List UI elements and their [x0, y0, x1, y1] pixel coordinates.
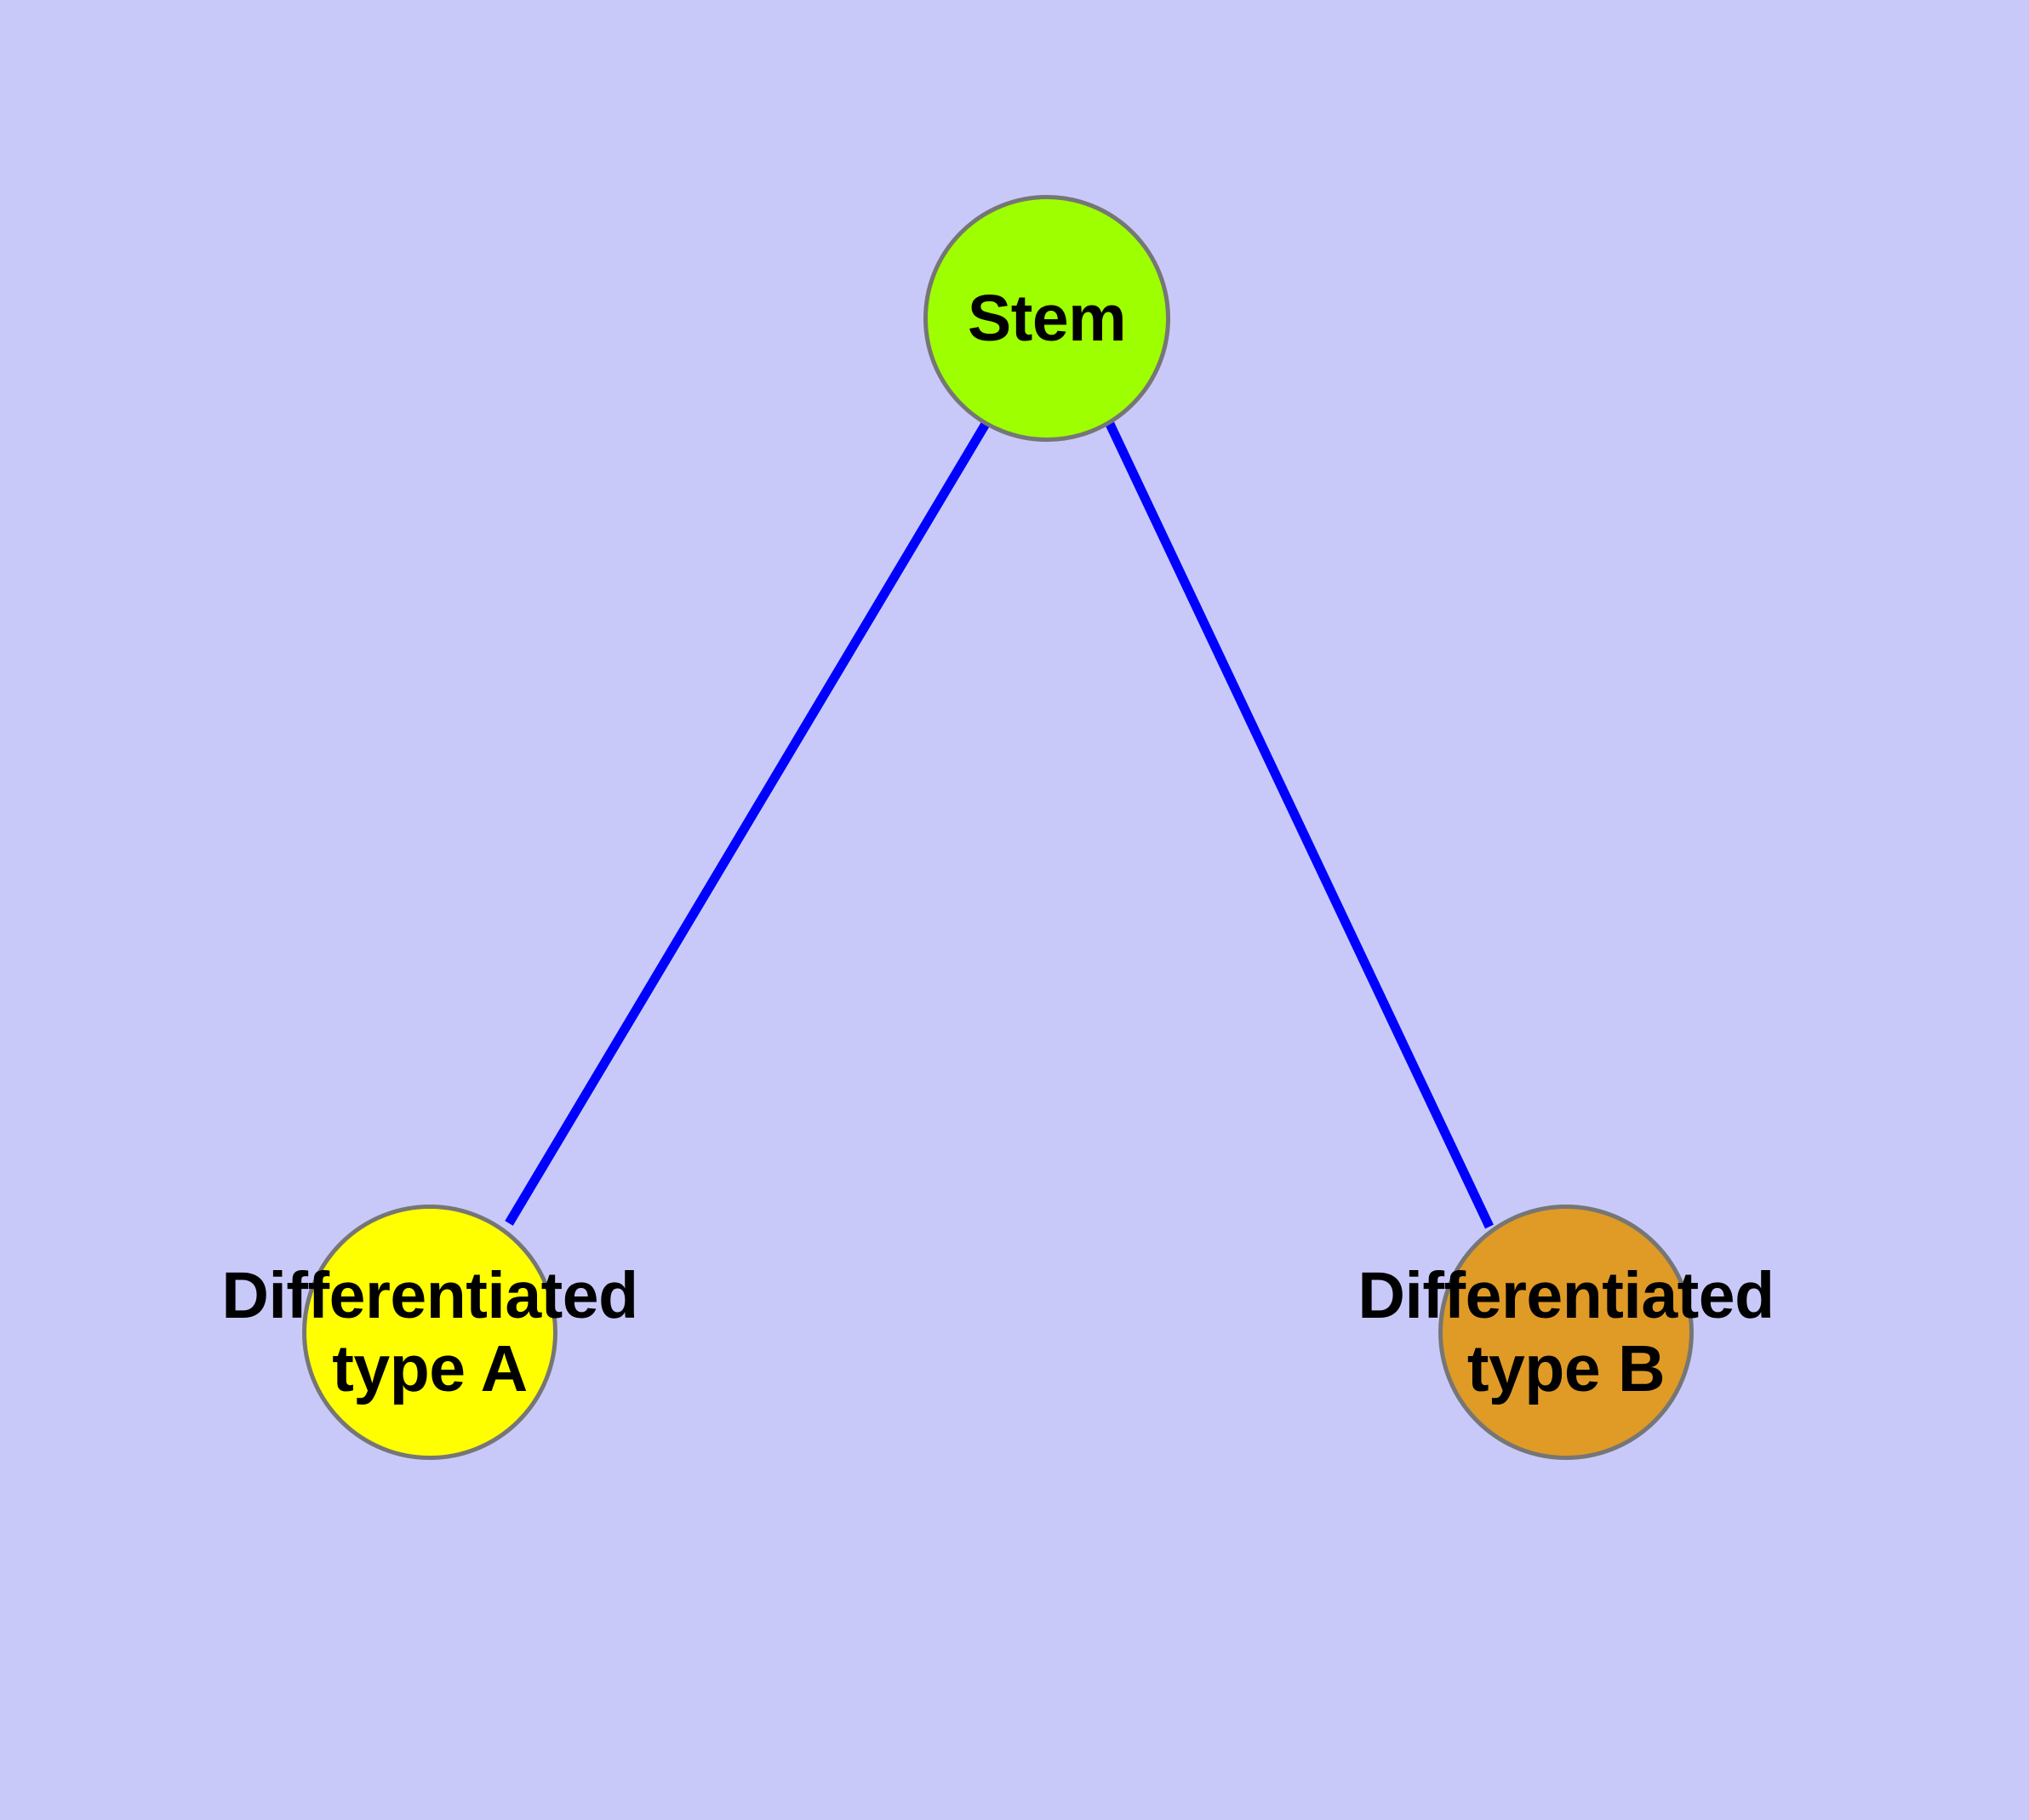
node-stem-label: Stem — [967, 281, 1127, 355]
node-differentiated-type-b-label: Differentiated type B — [1357, 1258, 1775, 1405]
node-stem[interactable]: Stem — [923, 195, 1170, 442]
node-differentiated-type-a[interactable]: Differentiated type A — [221, 1205, 638, 1460]
edge-stem-to-diff-b[interactable] — [1106, 421, 1494, 1229]
node-differentiated-type-b[interactable]: Differentiated type B — [1357, 1205, 1775, 1460]
edge-stem-to-diff-a[interactable] — [505, 421, 990, 1226]
node-differentiated-type-a-label: Differentiated type A — [221, 1258, 638, 1405]
